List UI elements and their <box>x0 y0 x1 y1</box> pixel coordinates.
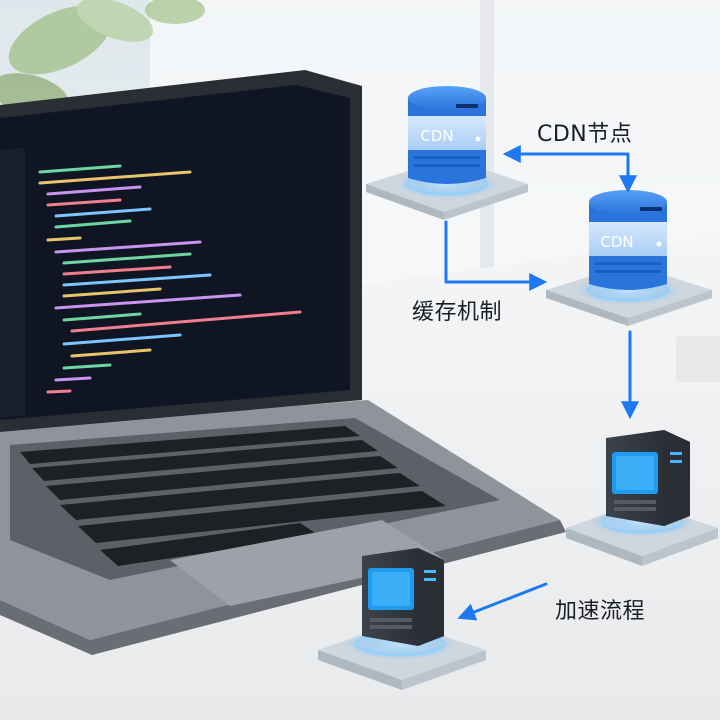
cdn-label-top: CDN <box>420 127 453 145</box>
edge-server-right <box>566 430 718 566</box>
cdn-server-icon <box>589 190 667 290</box>
edge-server-icon <box>362 548 444 646</box>
cdn-server-icon <box>408 86 486 184</box>
edge-server-bottom <box>318 548 486 690</box>
cache-mechanism-label: 缓存机制 <box>412 300 503 325</box>
code-lines <box>38 164 302 394</box>
acceleration-flow-label: 加速流程 <box>555 599 646 624</box>
laptop-icon <box>0 70 566 655</box>
arrow-icon <box>444 220 548 291</box>
arrow-icon <box>457 582 548 621</box>
cdn-node-middle: CDN <box>546 190 712 326</box>
flow-arrows <box>444 145 639 621</box>
book-edge <box>676 336 720 382</box>
cdn-node-label: CDN节点 <box>537 122 633 147</box>
edge-server-icon <box>606 430 690 526</box>
cdn-node-top: CDN <box>366 86 528 220</box>
window-frame <box>480 0 494 300</box>
cdn-label-middle: CDN <box>600 233 633 251</box>
keyboard-keys <box>20 426 446 566</box>
code-editor-screen <box>0 85 350 420</box>
